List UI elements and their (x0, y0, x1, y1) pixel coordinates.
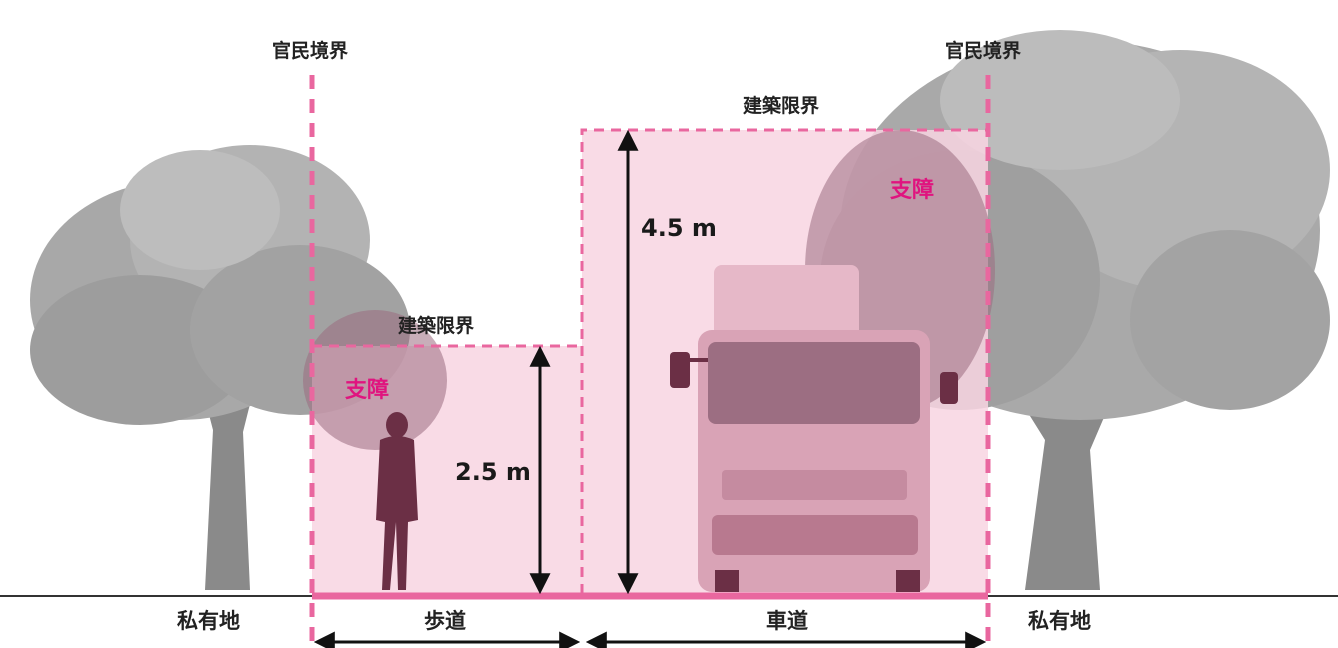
obstruction-label-sidewalk: 支障 (345, 378, 390, 403)
clearance-label-roadway: 建築限界 (743, 95, 820, 117)
private-land-label-left: 私有地 (177, 609, 240, 633)
height-label-sidewalk: 2.5 m (455, 458, 531, 486)
roadway-label: 車道 (766, 609, 808, 633)
clearance-label-sidewalk: 建築限界 (398, 315, 475, 337)
boundary-label-right: 官民境界 (945, 40, 1022, 62)
obstruction-label-roadway: 支障 (890, 178, 935, 203)
left-tree-icon (30, 145, 410, 590)
roadway-clearance-outline (580, 128, 988, 594)
sidewalk-label: 歩道 (424, 609, 466, 633)
boundary-label-left: 官民境界 (272, 40, 349, 62)
person-icon (376, 412, 418, 590)
private-land-label-right: 私有地 (1028, 609, 1091, 633)
height-label-roadway: 4.5 m (641, 214, 717, 242)
right-tree-icon (820, 30, 1330, 590)
truck-icon (670, 265, 958, 592)
